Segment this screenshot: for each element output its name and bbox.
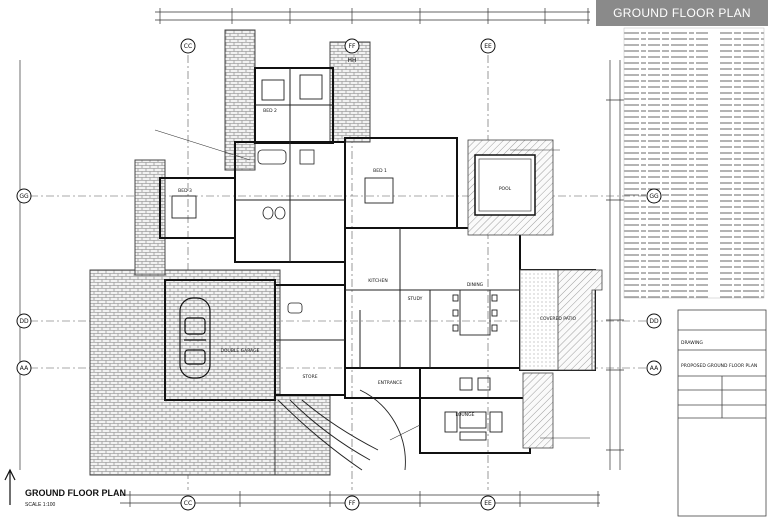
title-block-heading: DRAWING bbox=[681, 340, 703, 346]
notes-column bbox=[623, 27, 765, 299]
lounge-furniture bbox=[444, 411, 503, 441]
plan-caption-scale: SCALE 1:100 bbox=[25, 502, 56, 508]
north-arrow-icon bbox=[4, 468, 16, 505]
room-label-garage: DOUBLE GARAGE bbox=[220, 348, 259, 354]
grid-label-hh: HH bbox=[347, 57, 356, 64]
dining-furniture bbox=[452, 289, 498, 391]
title-block bbox=[677, 309, 767, 517]
beds bbox=[171, 74, 394, 219]
grid-label-gg-right: GG bbox=[649, 193, 659, 200]
grid-label-dd-right: DD bbox=[649, 318, 659, 325]
room-label-kitchen: KITCHEN bbox=[368, 278, 388, 284]
leader-lines bbox=[154, 129, 590, 441]
room-label-study: STUDY bbox=[408, 296, 423, 302]
grid-label-ff-top: FF bbox=[349, 43, 356, 50]
grid-label-aa-right: AA bbox=[650, 365, 659, 372]
room-label-bed2: BED 2 bbox=[263, 108, 277, 114]
page-title: GROUND FLOOR PLAN bbox=[613, 6, 751, 20]
dimension-lines bbox=[19, 11, 621, 504]
room-label-pool: POOL bbox=[499, 186, 512, 192]
grid-label-cc-bottom: CC bbox=[184, 500, 192, 507]
room-label-lounge: LOUNGE bbox=[456, 412, 475, 418]
paving-areas bbox=[89, 29, 371, 476]
grid-label-aa-left: AA bbox=[20, 365, 29, 372]
ramp-arcs bbox=[277, 389, 406, 471]
page-title-banner: GROUND FLOOR PLAN bbox=[596, 0, 768, 26]
partitions bbox=[235, 68, 520, 368]
grid-label-ee-bottom: EE bbox=[484, 500, 492, 507]
room-label-bed1: BED 1 bbox=[373, 168, 387, 174]
room-label-store: STORE bbox=[302, 374, 317, 380]
grid-label-gg-left: GG bbox=[19, 193, 29, 200]
grid-label-ff-bottom: FF bbox=[349, 500, 356, 507]
room-label-dining: DINING bbox=[467, 282, 484, 288]
grid-label-ee-top: EE bbox=[484, 43, 492, 50]
plan-caption: GROUND FLOOR PLAN bbox=[25, 488, 126, 498]
grid-bubbles bbox=[16, 38, 662, 511]
car-outline bbox=[179, 297, 211, 379]
room-label-entrance: ENTRANCE bbox=[378, 380, 402, 386]
pool bbox=[474, 154, 536, 216]
grid-label-dd-left: DD bbox=[19, 318, 29, 325]
dimension-ticks bbox=[129, 8, 624, 507]
bathroom-fixtures bbox=[257, 149, 315, 314]
title-block-drawing-title: PROPOSED GROUND FLOOR PLAN bbox=[681, 363, 757, 369]
room-label-bed3: BED 3 bbox=[178, 188, 192, 194]
grid-label-cc-top: CC bbox=[184, 43, 192, 50]
room-label-patio: COVERED PATIO bbox=[540, 316, 577, 322]
